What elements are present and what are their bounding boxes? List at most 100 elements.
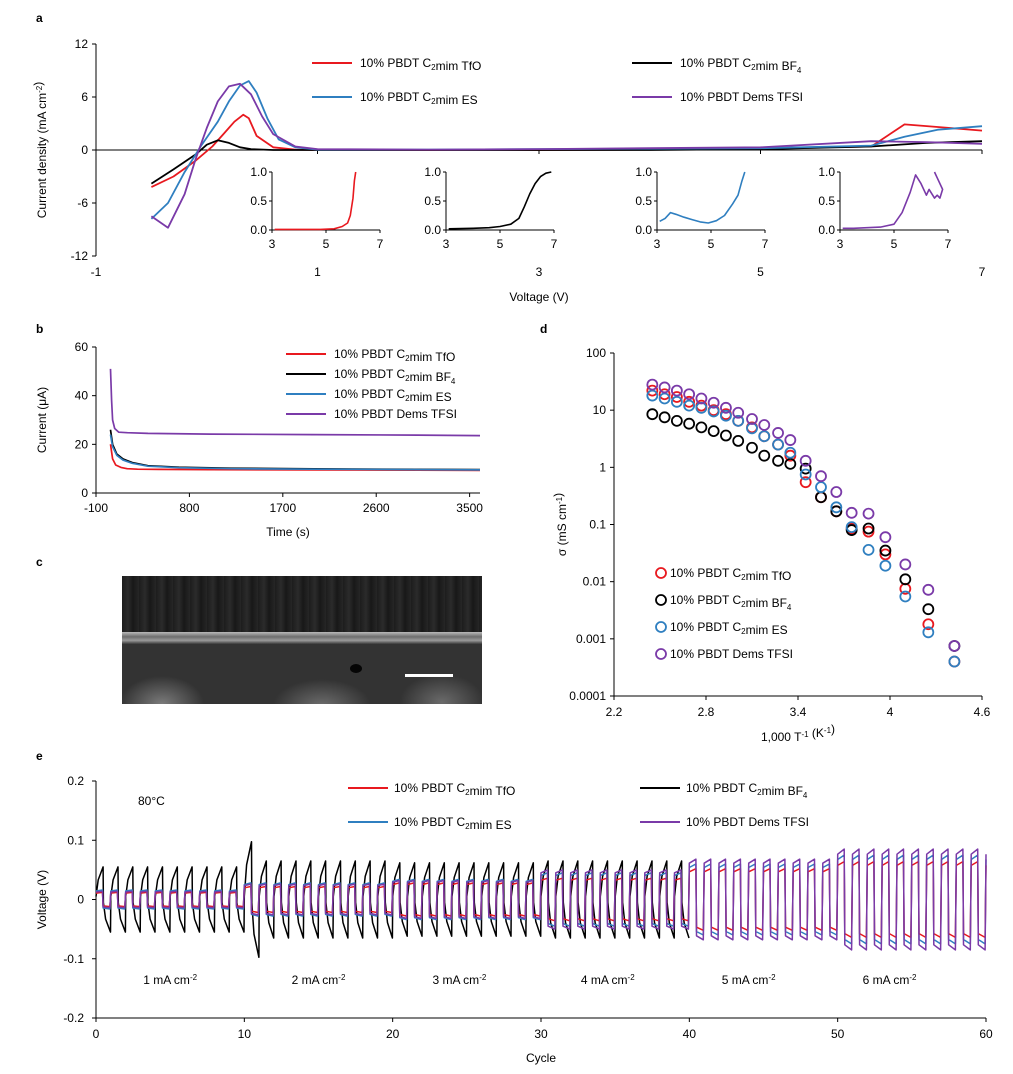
d-point-BF4	[695, 421, 708, 434]
d-point-BF4	[720, 429, 732, 442]
a-inset-y-tick-label: 0.5	[250, 194, 267, 208]
d-x-tick-label: 3.4	[790, 705, 807, 719]
a-inset-x-tick-label: 7	[945, 237, 952, 251]
b-y-axis-label: Current (μA)	[35, 387, 49, 453]
a-y-tick-label: -12	[71, 249, 89, 263]
e-y-tick-label: -0.1	[63, 952, 84, 966]
d-y-tick-label: 1	[599, 460, 606, 474]
d-x-tick-label: 4.6	[974, 705, 991, 719]
d-y-tick-label: 0.001	[576, 632, 606, 646]
d-point-BF4	[772, 454, 784, 467]
d-legend-marker-ES	[655, 621, 667, 633]
d-point-TFSI	[720, 401, 732, 414]
a-inset-y-tick-label: 1.0	[635, 165, 652, 179]
e-y-tick-label: 0.2	[67, 774, 84, 788]
d-point-ES	[899, 590, 912, 603]
d-point-ES	[879, 559, 892, 572]
a-inset-x-tick-label: 3	[269, 237, 276, 251]
e-x-tick-label: 50	[831, 1027, 845, 1041]
a-y-tick-label: 12	[75, 37, 89, 51]
d-x-tick-label: 4	[887, 705, 894, 719]
d-point-TFSI	[670, 384, 683, 397]
a-inset-bg	[623, 162, 773, 252]
e-x-tick-label: 30	[534, 1027, 548, 1041]
a-inset-y-tick-label: 0.0	[818, 223, 835, 237]
d-point-TfO	[658, 388, 671, 401]
d-point-BF4	[670, 414, 683, 427]
b-y-tick-label: 60	[75, 340, 89, 354]
d-point-TFSI	[746, 413, 758, 425]
a-inset-x-tick-label: 5	[497, 237, 504, 251]
b-series-ES	[109, 434, 481, 471]
d-point-ES	[646, 389, 659, 402]
a-inset-series-ES	[659, 171, 746, 224]
d-point-ES	[758, 430, 771, 443]
d-point-TFSI	[830, 486, 843, 498]
a-inset-series-TFSI	[842, 171, 944, 230]
e-current-density-label: 6 mA cm-2	[863, 973, 917, 987]
d-point-TFSI	[815, 470, 827, 483]
d-point-TFSI	[646, 378, 659, 391]
e-legend-bg	[636, 778, 846, 798]
e-x-tick-label: 10	[238, 1027, 252, 1041]
a-y-tick-label: 0	[81, 143, 88, 157]
e-x-tick-label: 60	[979, 1027, 993, 1041]
b-legend-label-ES: 10% PBDT C2mim ES	[334, 387, 452, 404]
a-inset-y-tick-label: 1.0	[818, 165, 835, 179]
e-legend-label-BF4: 10% PBDT C2mim BF4	[686, 781, 808, 800]
b-legend-label-TfO: 10% PBDT C2mim TfO	[334, 347, 455, 364]
a-inset-x-tick-label: 5	[891, 237, 898, 251]
d-point-ES	[784, 446, 797, 459]
d-point-TfO	[683, 395, 696, 408]
a-x-tick-label: 5	[757, 265, 764, 279]
a-y-tick-label: -6	[77, 196, 88, 210]
d-y-tick-label: 0.01	[583, 575, 607, 589]
a-inset-y-tick-label: 0.0	[635, 223, 652, 237]
a-legend-label-TFSI: 10% PBDT Dems TFSI	[680, 90, 803, 104]
d-legend-marker-TFSI	[655, 648, 667, 660]
a-series-TFSI	[150, 82, 983, 229]
d-point-ES	[922, 626, 935, 639]
d-point-TfO	[670, 391, 683, 403]
b-y-tick-label: 0	[81, 486, 88, 500]
d-legend-label-TfO: 10% PBDT C2mim TfO	[670, 566, 791, 583]
d-point-ES	[799, 468, 812, 481]
a-legend-label-TfO: 10% PBDT C2mim TfO	[360, 56, 481, 73]
e-current-density-label: 5 mA cm-2	[722, 973, 776, 987]
e-x-tick-label: 20	[386, 1027, 400, 1041]
d-point-BF4	[899, 573, 912, 586]
a-x-tick-label: 1	[314, 265, 321, 279]
b-x-tick-label: 3500	[456, 501, 483, 515]
d-x-tick-label: 2.2	[606, 705, 623, 719]
e-x-tick-label: 40	[683, 1027, 697, 1041]
a-legend-label-BF4: 10% PBDT C2mim BF4	[680, 56, 802, 75]
panel-label-c: c	[36, 555, 43, 569]
d-point-ES	[732, 414, 745, 427]
e-legend-label-TfO: 10% PBDT C2mim TfO	[394, 781, 515, 798]
d-point-TFSI	[658, 381, 671, 394]
b-legend-label-TFSI: 10% PBDT Dems TFSI	[334, 407, 457, 421]
d-point-TFSI	[695, 392, 708, 405]
d-legend-marker-BF4	[655, 594, 667, 606]
d-legend-label-ES: 10% PBDT C2mim ES	[670, 620, 788, 637]
a-inset-x-tick-label: 3	[443, 237, 450, 251]
a-inset-y-tick-label: 0.5	[424, 194, 441, 208]
d-point-BF4	[746, 441, 758, 454]
a-inset-bg	[238, 162, 388, 252]
e-y-tick-label: 0	[77, 893, 84, 907]
d-point-BF4	[683, 417, 696, 430]
sem-substrate	[122, 644, 482, 704]
b-y-tick-label: 20	[75, 437, 89, 451]
d-x-axis-label: 1,000 T-1 (K-1)	[761, 722, 835, 744]
d-legend-label-BF4: 10% PBDT C2mim BF4	[670, 593, 792, 612]
d-point-BF4	[922, 603, 935, 616]
e-legend-bg	[344, 778, 580, 798]
d-point-ES	[845, 521, 858, 534]
a-inset-series-TfO	[274, 171, 357, 231]
